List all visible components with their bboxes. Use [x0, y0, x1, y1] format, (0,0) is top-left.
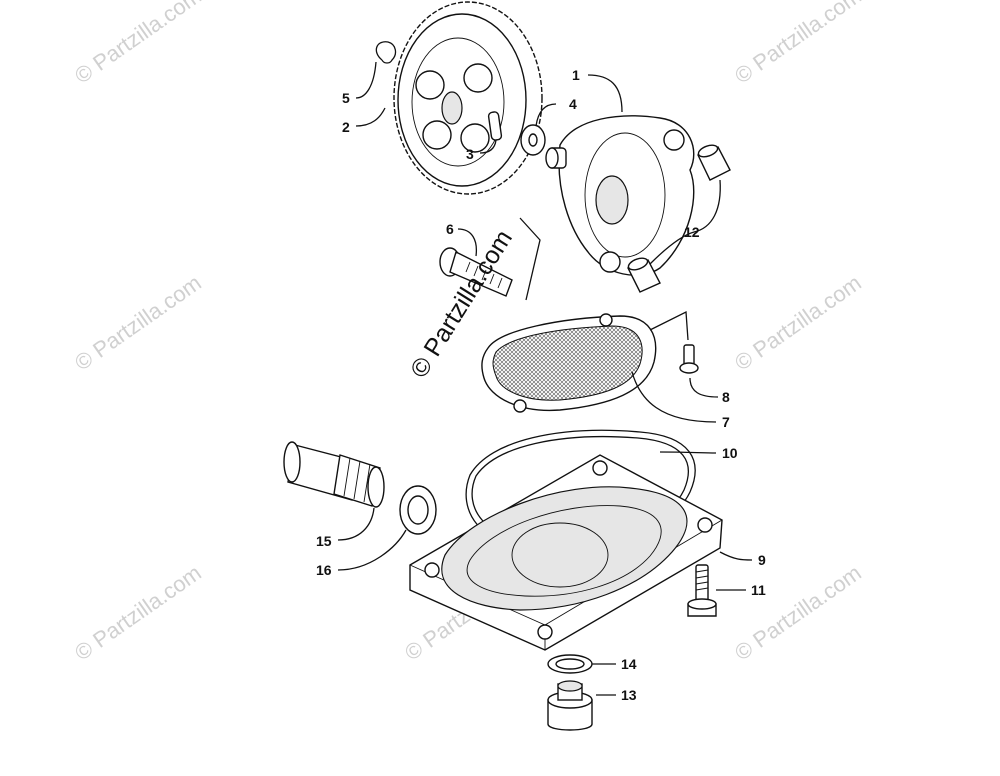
- drain-washer-part: [547, 654, 593, 674]
- callout-14: 14: [621, 656, 637, 672]
- callout-9: 9: [758, 552, 766, 568]
- oil-strainer-part: [481, 313, 657, 413]
- sensor-washer-part: [399, 485, 437, 535]
- dowel-pin-part: [627, 144, 731, 293]
- callout-10: 10: [722, 445, 738, 461]
- callout-4: 4: [569, 96, 577, 112]
- callout-12: 12: [684, 224, 700, 240]
- sensor-part: [283, 441, 385, 508]
- callout-15: 15: [316, 533, 332, 549]
- pump-bolt-part: [439, 247, 513, 297]
- callout-13: 13: [621, 687, 637, 703]
- leader-lines: [337, 61, 753, 696]
- callout-3: 3: [466, 146, 474, 162]
- callout-2: 2: [342, 119, 350, 135]
- callout-11: 11: [751, 582, 766, 598]
- cover-bolt-part: [687, 564, 717, 617]
- callout-5: 5: [342, 90, 350, 106]
- washer-part: [520, 124, 546, 156]
- callout-16: 16: [316, 562, 332, 578]
- oil-pump-part: [545, 115, 695, 276]
- pin-part: [487, 111, 503, 141]
- drain-plug-part: [547, 680, 593, 731]
- oil-pan-cover-part: [409, 454, 723, 651]
- callout-6: 6: [446, 221, 454, 237]
- strainer-screw-part: [679, 344, 699, 374]
- callout-8: 8: [722, 389, 730, 405]
- circlip-part: [375, 41, 397, 64]
- drive-gear-part: [393, 1, 543, 195]
- callout-7: 7: [722, 414, 730, 430]
- callout-1: 1: [572, 67, 580, 83]
